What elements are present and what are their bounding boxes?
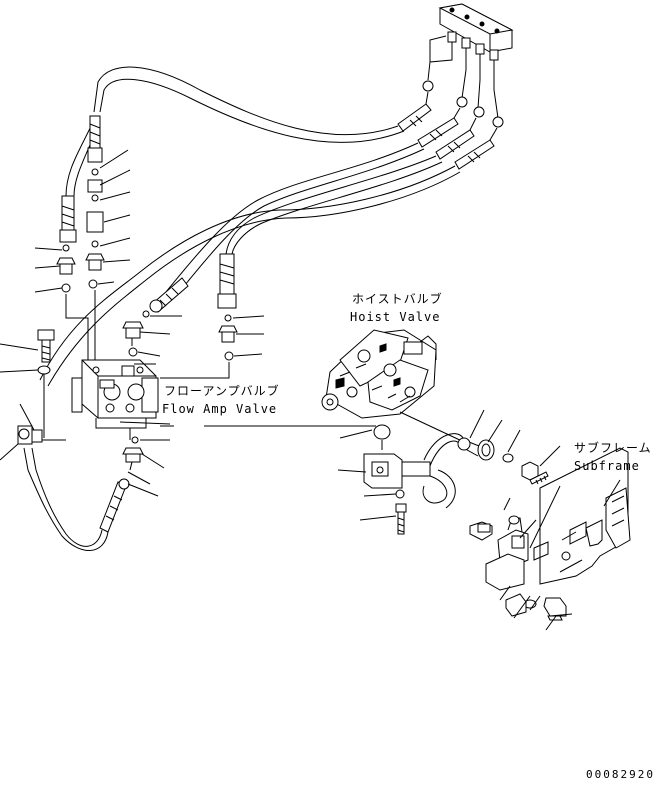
subframe-label-jp: サブフレーム: [574, 440, 652, 455]
flow-amp-valve-label-jp: フローアンプバルブ: [164, 383, 280, 398]
hoist-valve-label-en: Hoist Valve: [350, 310, 440, 324]
flow-amp-valve-label-en: Flow Amp Valve: [162, 402, 277, 416]
flow-amp-valve: [71, 359, 159, 429]
fitting-stack-right: [160, 314, 238, 379]
left-bolt-assembly: [17, 329, 55, 445]
hose-routing: [39, 66, 461, 387]
top-manifold-block: [438, 3, 514, 61]
manifold-hoses: [427, 35, 499, 119]
drawing-code: 00082920: [586, 768, 655, 781]
leader-lines-right: [337, 409, 621, 631]
fitting-stack-left: [56, 244, 89, 360]
labels: ホイストバルブ Hoist Valve フローアンプバルブ Flow Amp V…: [162, 291, 655, 781]
flow-amp-lower-parts: [23, 428, 144, 551]
bracket-assembly: [363, 424, 631, 621]
subframe-label-en: Subframe: [574, 459, 640, 473]
left-hose-ends: [59, 115, 237, 313]
fitting-stack-center: [85, 168, 105, 360]
hoist-valve-label-jp: ホイストバルブ: [352, 291, 443, 306]
fitting-stack-valve-top: [122, 310, 150, 368]
manifold-fittings: [397, 80, 504, 170]
leader-lines-left: [0, 149, 265, 497]
hoist-valve: [321, 329, 465, 443]
